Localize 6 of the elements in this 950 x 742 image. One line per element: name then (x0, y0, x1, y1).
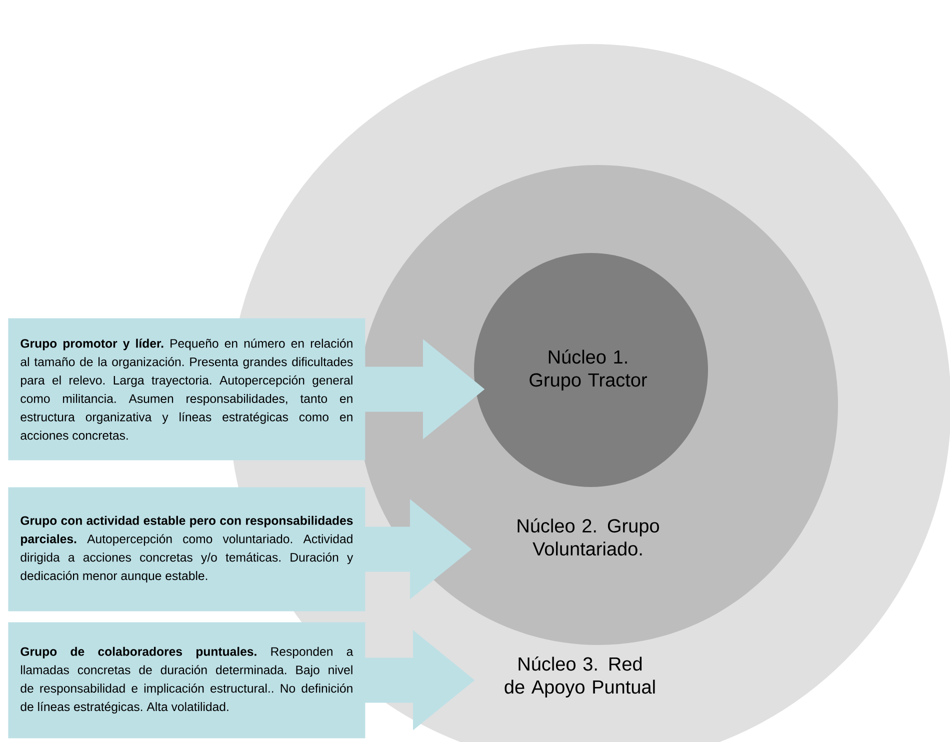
text-box: Grupo con actividad estable pero con responsabilidades parciales. Autopercepción como voluntariado. Actividad dirigida a acciones concretas y/o temáticas. Duración y dedicación menor aunque estable. (8, 487, 366, 612)
text-box: Grupo de colaboradores puntuales. Responden a llamadas concretas de duración determinada. Bajo nivel de responsabilidad e implicación estructural.. No definición de líneas estratégicas. Alta volatilidad. (8, 622, 366, 738)
text-box: Grupo promotor y líder. Pequeño en número en relación al tamaño de la organización. Presenta grandes dificultades para el relevo. Larga trayectoria. Autopercepción general como militancia. Asumen responsabilidades, tanto en estructura organizativa y líneas estratégicas como en acciones concretas. (8, 318, 366, 460)
circle-label: Núcleo 2. Grupo Voluntariado. (518, 518, 659, 556)
circle-label: Núcleo 1. Grupo Tractor (530, 350, 647, 390)
circle-label: Núcleo 3. Red de Apoyo Puntual (504, 656, 655, 698)
